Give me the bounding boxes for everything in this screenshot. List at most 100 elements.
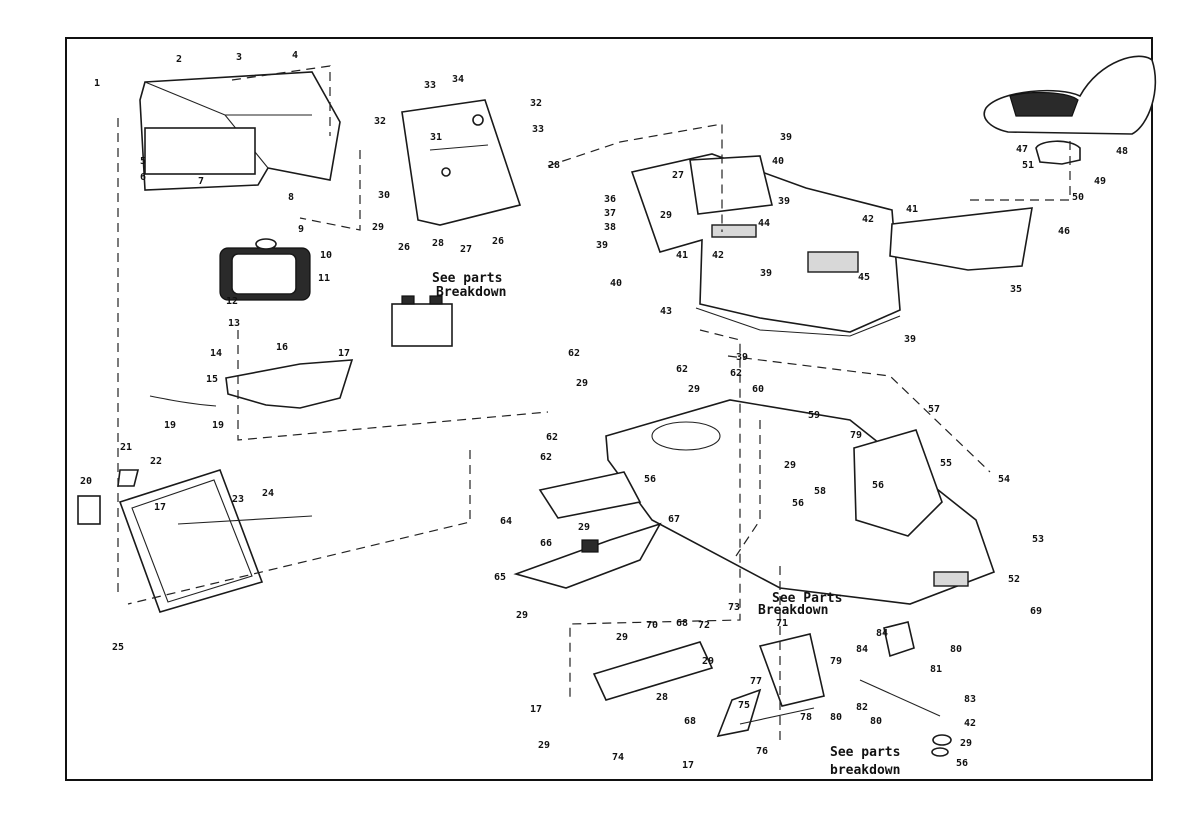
callout-label: 41 [676, 250, 688, 261]
callout-label: 29 [616, 632, 628, 643]
callout-label: 66 [540, 538, 552, 549]
callout-label: 58 [814, 486, 826, 497]
callout-label: 42 [964, 718, 976, 729]
callout-label: 39 [760, 268, 772, 279]
callout-label: 79 [850, 430, 862, 441]
callout-label: 32 [374, 116, 386, 127]
callout-label: 22 [150, 456, 162, 467]
callout-label: 41 [906, 204, 918, 215]
callout-label: 45 [858, 272, 870, 283]
callout-label: 21 [120, 442, 132, 453]
callout-label: 72 [698, 620, 710, 631]
callout-label: 27 [460, 244, 472, 255]
callout-label: 4 [292, 50, 298, 61]
callout-label: 82 [856, 702, 868, 713]
callout-label: 40 [772, 156, 784, 167]
callout-label: 1 [94, 78, 100, 89]
callout-label: 60 [752, 384, 764, 395]
callout-label: 37 [604, 208, 616, 219]
battery-icon [391, 295, 453, 347]
callout-label: 73 [728, 602, 740, 613]
callout-label: 68 [676, 618, 688, 629]
callout-label: 67 [668, 514, 680, 525]
callout-label: 25 [112, 642, 124, 653]
hood-icon [139, 71, 341, 191]
see-parts-breakdown-note-1: See parts Breakdown [432, 271, 510, 300]
callout-label: 52 [1008, 574, 1020, 585]
callout-label: 39 [780, 132, 792, 143]
callout-label: 75 [738, 700, 750, 711]
callout-label: 6 [140, 172, 146, 183]
callout-label: 10 [320, 250, 332, 261]
callout-label: 9 [298, 224, 304, 235]
callout-label: 84 [856, 644, 868, 655]
callout-label: 28 [548, 160, 560, 171]
callout-label: 24 [262, 488, 274, 499]
callout-label: 62 [568, 348, 580, 359]
callout-label: 29 [516, 610, 528, 621]
callout-label: 29 [784, 460, 796, 471]
callout-label: 55 [940, 458, 952, 469]
callout-label: 39 [596, 240, 608, 251]
callout-label: 54 [998, 474, 1010, 485]
callout-label: 39 [736, 352, 748, 363]
callout-label: 29 [578, 522, 590, 533]
callout-label: 3 [236, 52, 242, 63]
callout-label: 76 [756, 746, 768, 757]
callout-label: 29 [372, 222, 384, 233]
callout-label: 44 [758, 218, 770, 229]
callout-label: 84 [876, 628, 888, 639]
callout-label: 16 [276, 342, 288, 353]
callout-label: 17 [338, 348, 350, 359]
callout-label: 29 [660, 210, 672, 221]
callout-label: 26 [398, 242, 410, 253]
callout-label: 56 [792, 498, 804, 509]
callout-label: 39 [904, 334, 916, 345]
callout-label: 33 [532, 124, 544, 135]
callout-labels: 1 2 3 4 5 6 7 8 9 10 11 12 13 14 15 16 1… [80, 50, 1128, 771]
callout-label: 65 [494, 572, 506, 583]
fender-deck-icon [630, 153, 1033, 337]
callout-label: 33 [424, 80, 436, 91]
callout-label: 36 [604, 194, 616, 205]
callout-label: 62 [546, 432, 558, 443]
diagram-border [65, 37, 1153, 781]
front-axle-bracket-icon [77, 469, 313, 613]
callout-label: 77 [750, 676, 762, 687]
callout-label: 74 [612, 752, 624, 763]
see-parts-breakdown-note-2: See Parts Breakdown [758, 591, 850, 618]
callout-label: 62 [540, 452, 552, 463]
callout-label: 30 [378, 190, 390, 201]
dash-panel-icon [401, 99, 522, 226]
callout-label: 23 [232, 494, 244, 505]
callout-label: 69 [1030, 606, 1042, 617]
callout-label: 29 [960, 738, 972, 749]
callout-label: 79 [830, 656, 842, 667]
callout-label: 49 [1094, 176, 1106, 187]
callout-label: 46 [1058, 226, 1070, 237]
callout-label: 7 [198, 176, 204, 187]
callout-label: 35 [1010, 284, 1022, 295]
callout-label: 29 [702, 656, 714, 667]
callout-label: 12 [226, 296, 238, 307]
callout-label: 71 [776, 618, 788, 629]
callout-label: 11 [318, 273, 330, 284]
callout-label: 50 [1072, 192, 1084, 203]
callout-label: 53 [1032, 534, 1044, 545]
callout-label: 39 [778, 196, 790, 207]
callout-label: 31 [430, 132, 442, 143]
callout-label: 56 [872, 480, 884, 491]
callout-label: 42 [862, 214, 874, 225]
callout-label: 13 [228, 318, 240, 329]
callout-label: 57 [928, 404, 940, 415]
callout-label: 17 [154, 502, 166, 513]
callout-label: 42 [712, 250, 724, 261]
callout-label: 34 [452, 74, 464, 85]
callout-label: 68 [684, 716, 696, 727]
callout-label: 28 [656, 692, 668, 703]
callout-label: 27 [672, 170, 684, 181]
callout-label: 40 [610, 278, 622, 289]
callout-label: 64 [500, 516, 512, 527]
callout-label: 38 [604, 222, 616, 233]
